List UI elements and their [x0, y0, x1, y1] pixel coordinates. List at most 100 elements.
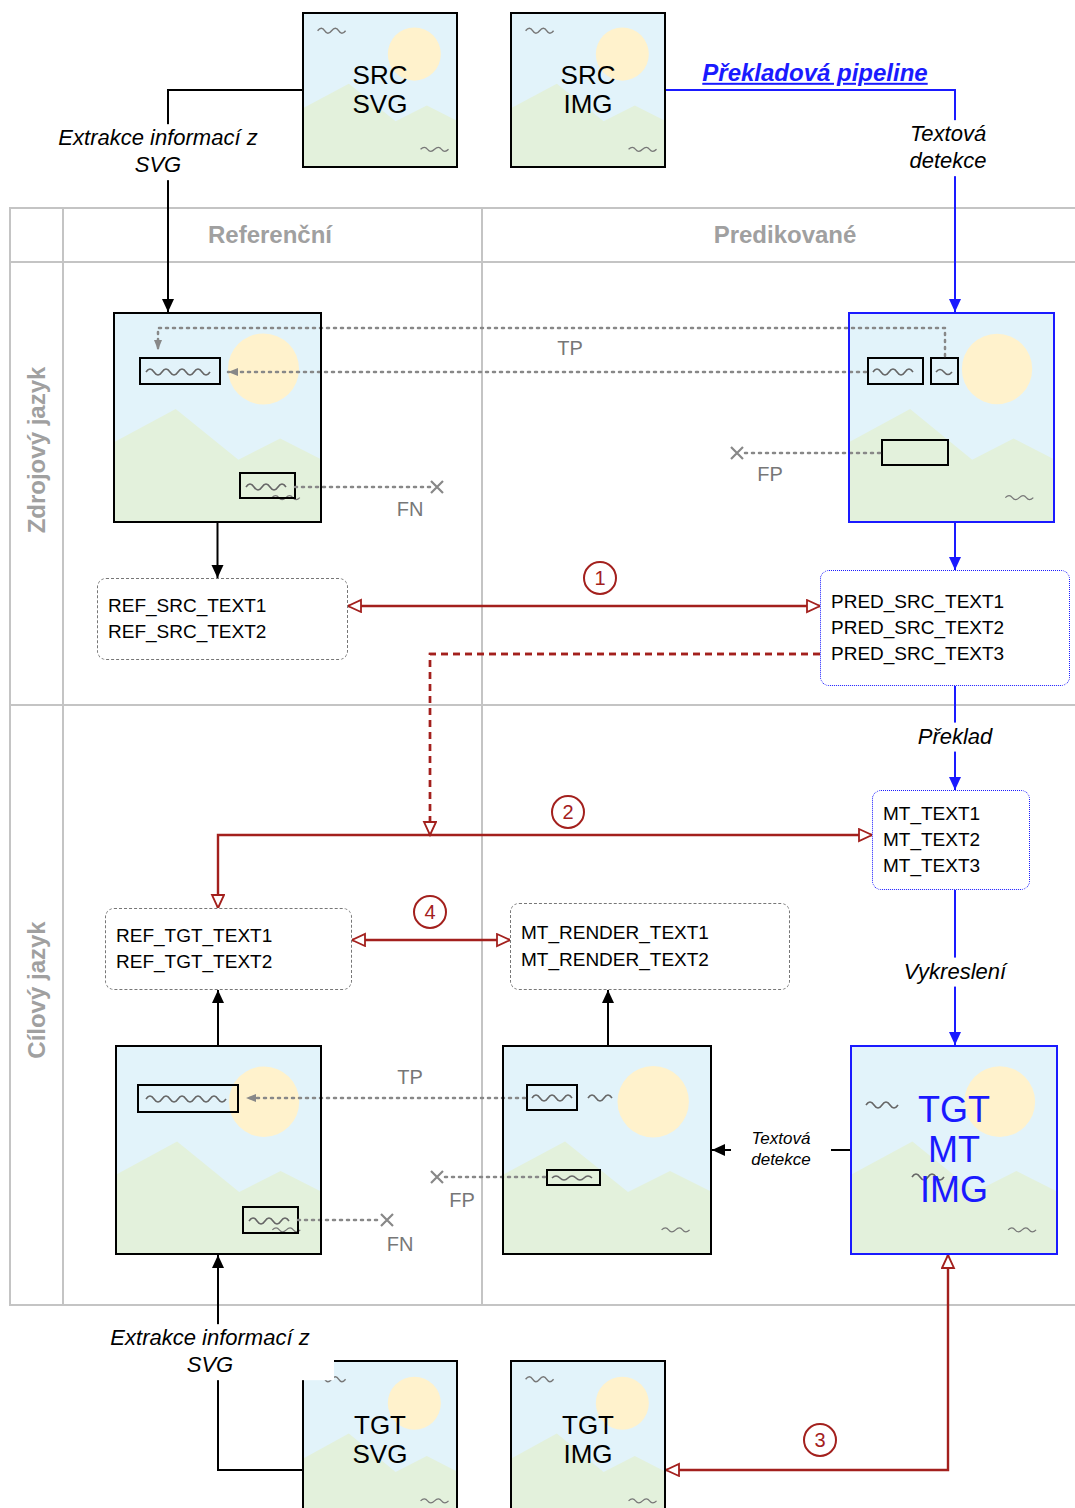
text-region-box [140, 358, 220, 384]
text-region-box [547, 1170, 600, 1185]
text-squiggle [936, 370, 952, 375]
match-label: FN [387, 1233, 414, 1255]
match-line [158, 328, 945, 1220]
miss-cross [731, 447, 743, 459]
text-line: REF_TGT_TEXT2 [116, 949, 272, 975]
connector [608, 990, 609, 1045]
text-region-box [240, 473, 295, 498]
miss-cross [431, 481, 443, 493]
connector-line [430, 654, 820, 835]
squiggle [526, 1377, 554, 1382]
match-line [158, 328, 945, 356]
text-list: MT_RENDER_TEXT1MT_RENDER_TEXT2 [510, 903, 790, 990]
hills [510, 1434, 666, 1508]
match-label: TP [397, 1066, 423, 1088]
image-caption: TGT IMG [552, 1411, 624, 1469]
row-header: Zdrojový jazyk [24, 367, 50, 534]
text-region-box [868, 358, 923, 384]
text-list: REF_SRC_TEXT1REF_SRC_TEXT2 [97, 578, 348, 660]
callout-circle: 4 [413, 895, 447, 929]
sun [964, 1066, 1035, 1137]
match-line [745, 452, 880, 455]
table-grid [10, 208, 1075, 1305]
sky [302, 1360, 458, 1508]
sun [229, 1067, 299, 1137]
image-caption: SRC IMG [552, 61, 624, 119]
edge-label: Překlad [914, 723, 997, 752]
text-squiggle [146, 369, 952, 1224]
image-thumbnail: TGT IMG [510, 1360, 666, 1508]
row-header: Cílový jazyk [24, 921, 50, 1058]
miss-cross [431, 1171, 443, 1183]
column-header: Predikované [714, 222, 857, 248]
connector [955, 523, 956, 570]
sky [302, 12, 458, 168]
connector-line [607, 990, 609, 1045]
text-squiggle [873, 369, 913, 375]
match-line [298, 1219, 380, 1222]
edge-label: Textová detekce [885, 120, 1012, 176]
text-squiggle [146, 369, 210, 375]
landscape-illustration [115, 1045, 322, 1255]
image-thumbnail: SRC IMG [510, 12, 666, 168]
connector [218, 654, 820, 908]
callout-circle: 3 [803, 1423, 837, 1457]
predicted-image [848, 312, 1055, 523]
squiggle [629, 1499, 657, 1503]
text-squiggle [146, 1096, 226, 1102]
squiggle [318, 1377, 346, 1382]
landscape-illustration [302, 12, 458, 168]
edge-label: Vykreslení [900, 958, 1010, 987]
connector-line [954, 523, 956, 570]
hills [850, 1142, 1058, 1255]
text-line: REF_SRC_TEXT2 [108, 619, 266, 645]
sun [596, 1377, 649, 1430]
image-thumbnail: SRC SVG [302, 12, 458, 168]
text-squiggle [246, 484, 286, 490]
miss-cross [381, 1214, 393, 1226]
match-label: FN [397, 498, 424, 520]
sky [113, 312, 322, 523]
squiggle [526, 28, 554, 33]
connector [955, 686, 956, 790]
sun [962, 334, 1032, 404]
text-region-box [931, 358, 958, 384]
pipeline-title: Překladová pipeline [700, 60, 929, 86]
text-region-box [243, 1207, 298, 1233]
match-line [295, 486, 430, 489]
squiggle [421, 1499, 449, 1503]
text-line: MT_TEXT1 [883, 801, 980, 827]
hills [115, 1142, 322, 1255]
hills [302, 1434, 458, 1508]
connector-line [954, 686, 956, 790]
text-squiggle [866, 1102, 898, 1108]
rendered-image [502, 1045, 712, 1255]
table-lines [10, 208, 1075, 1305]
callout-number: 1 [594, 568, 605, 588]
text-squiggle [249, 1218, 289, 1224]
sky [850, 1045, 1058, 1255]
text-line: MT_RENDER_TEXT2 [521, 947, 709, 973]
edge-label: Extrakce informací z SVG [34, 124, 282, 180]
connector-line [712, 1149, 850, 1151]
connector-line [168, 90, 302, 312]
match-line [246, 1097, 525, 1100]
text-region-box [138, 358, 958, 1233]
connector-line [217, 990, 219, 1045]
hills [848, 409, 1055, 523]
column-header: Referenční [208, 222, 332, 248]
table-border [10, 208, 1075, 1305]
squiggle [272, 1228, 300, 1232]
connector [168, 90, 302, 312]
text-line: REF_SRC_TEXT1 [108, 593, 266, 619]
hills [502, 1142, 712, 1255]
connector [348, 606, 820, 607]
sky [848, 312, 1055, 523]
connector-line [218, 835, 430, 908]
match-line [445, 1176, 545, 1179]
text-list: REF_TGT_TEXT1REF_TGT_TEXT2 [105, 908, 352, 990]
text-squiggle [588, 1095, 612, 1101]
edge-label: Textová detekce [731, 1128, 831, 1171]
